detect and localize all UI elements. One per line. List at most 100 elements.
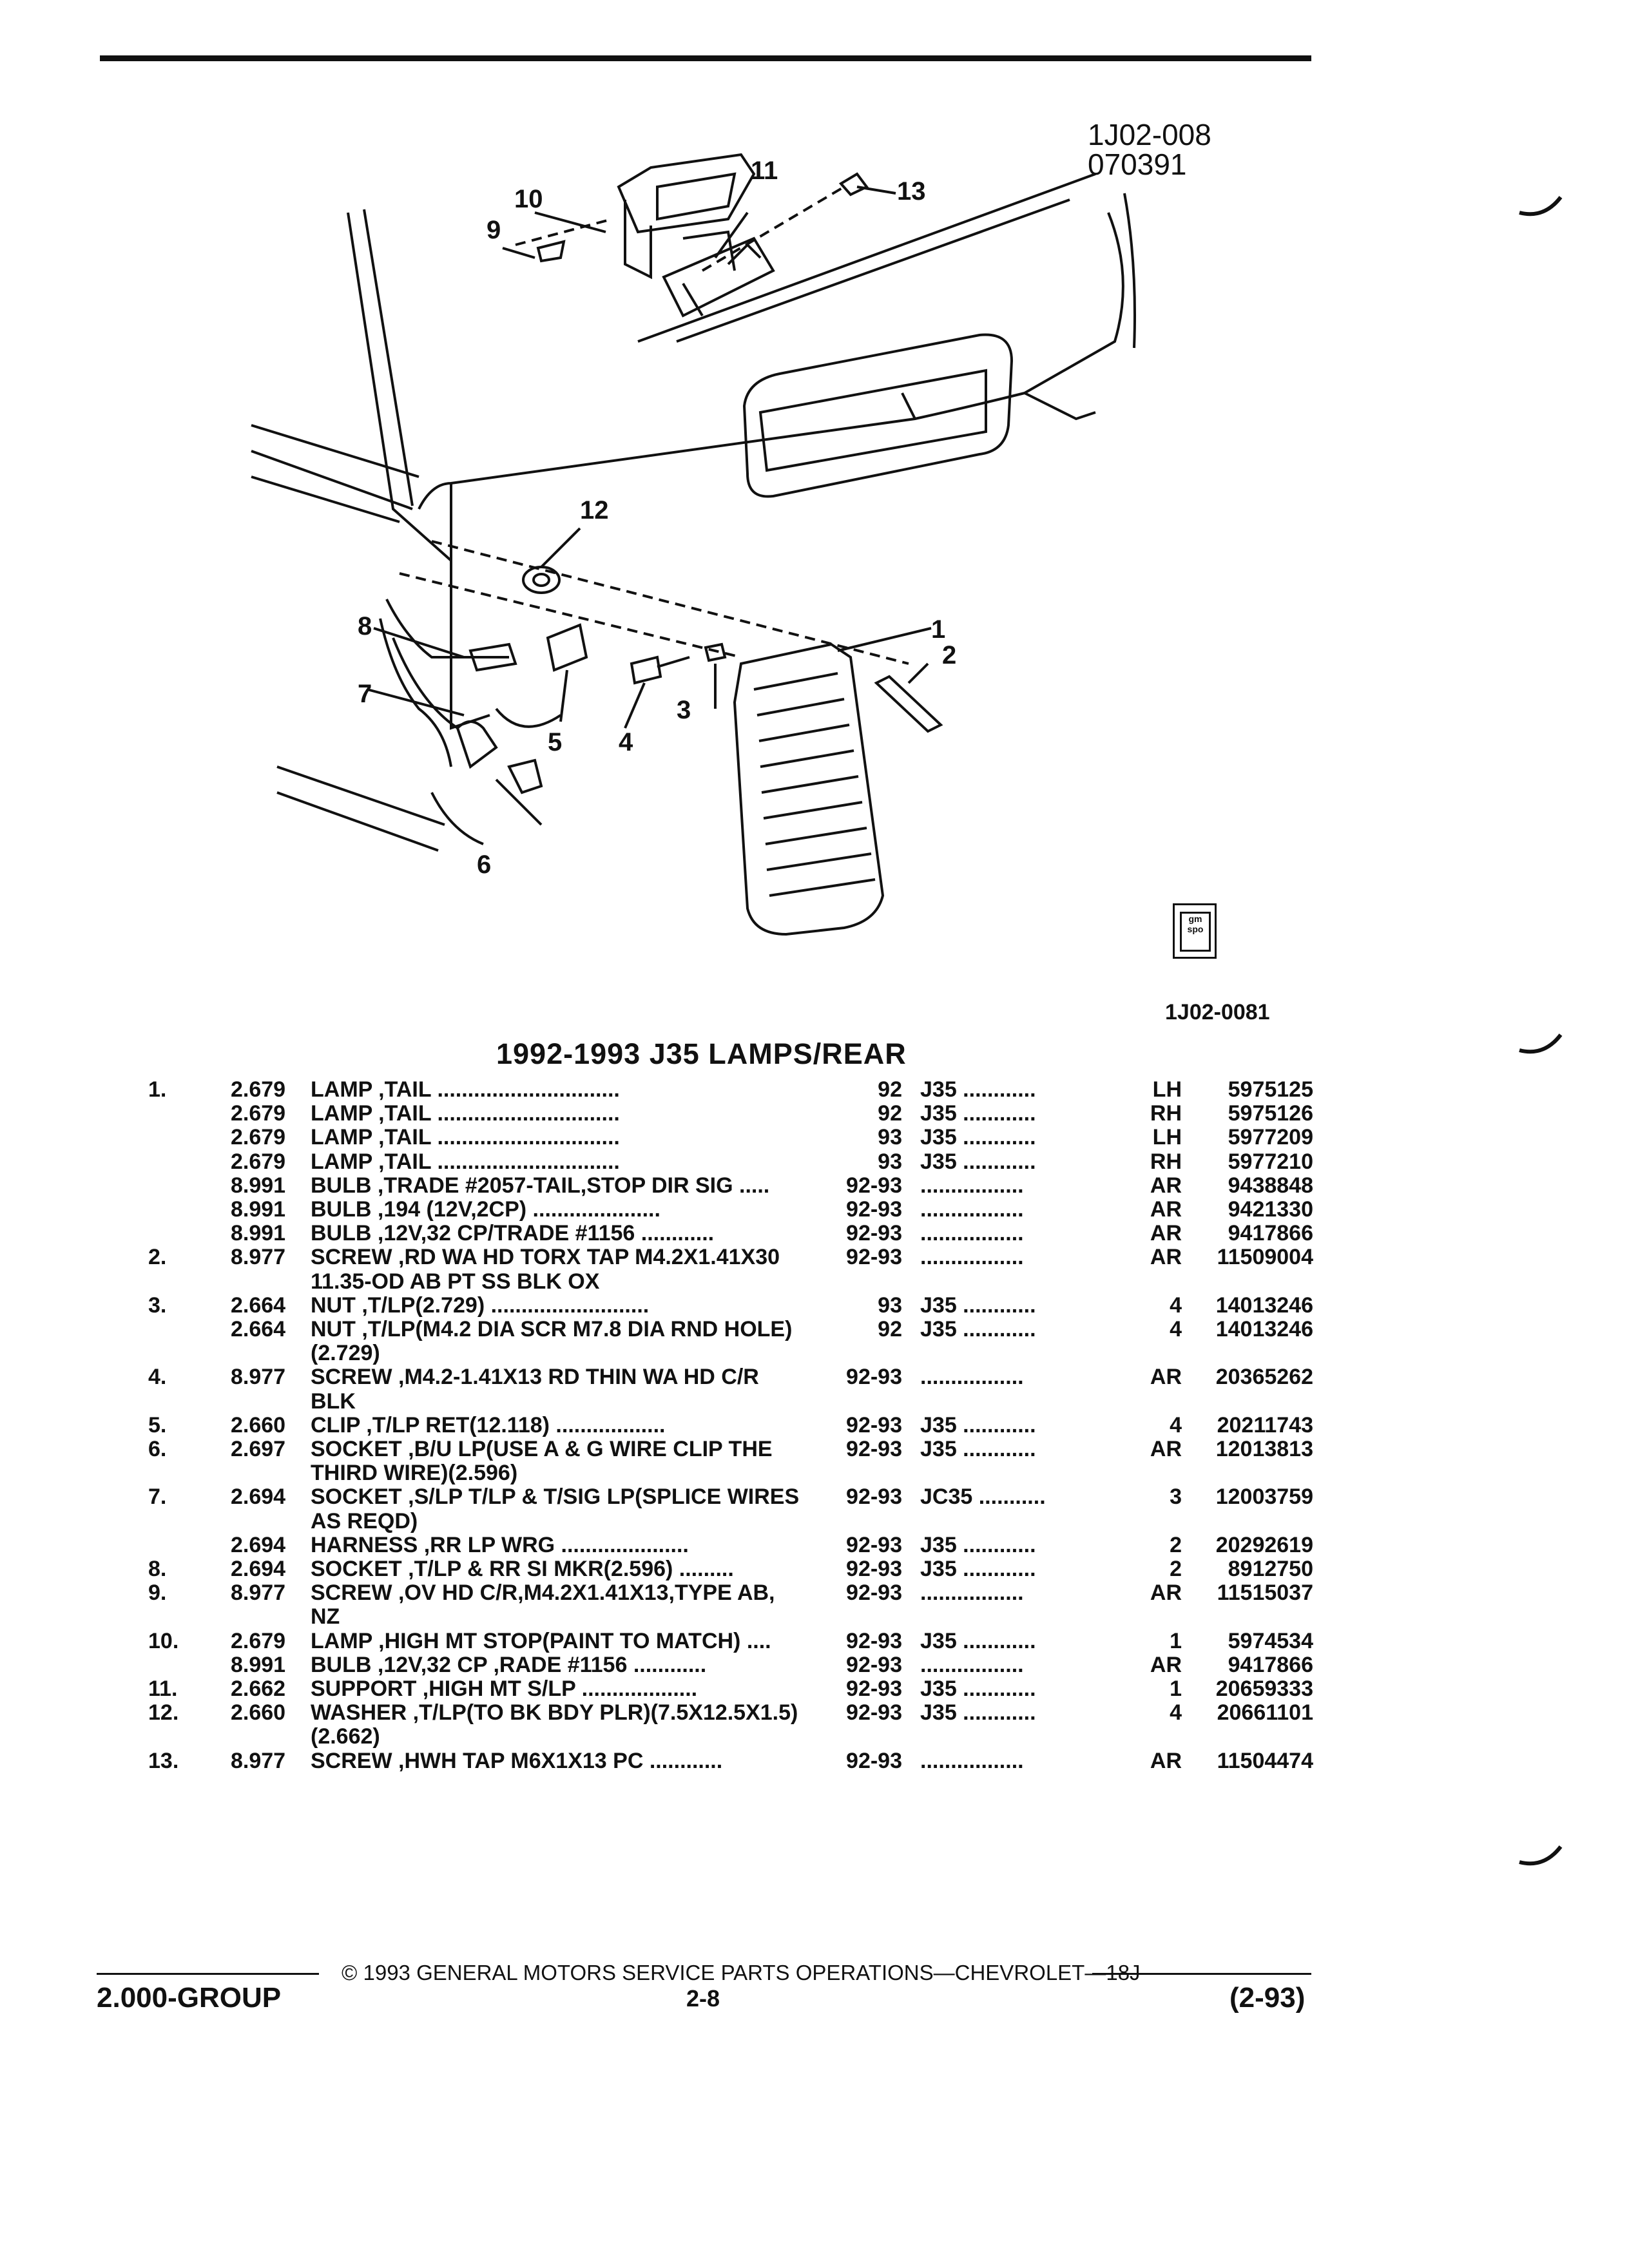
group-number: 2.697 [231, 1437, 286, 1461]
svg-text:4: 4 [619, 728, 633, 756]
part-number: 9417866 [1228, 1652, 1313, 1677]
part-description: THIRD WIRE)(2.596) [311, 1461, 518, 1486]
model-year: 92-93 [846, 1557, 902, 1581]
part-number: 12013813 [1215, 1437, 1313, 1461]
group-number: 2.694 [231, 1532, 286, 1557]
part-description: LAMP ,HIGH MT STOP(PAINT TO MATCH) .... [311, 1628, 771, 1653]
part-number: 20365262 [1215, 1365, 1313, 1390]
model-code: J35 ............ [920, 1125, 1036, 1150]
svg-text:11: 11 [751, 157, 778, 185]
model-year: 93 [878, 1149, 902, 1174]
quantity: 4 [1170, 1293, 1182, 1318]
model-code: J35 ............ [920, 1532, 1036, 1557]
group-number: 2.694 [231, 1485, 286, 1510]
group-number: 2.660 [231, 1412, 286, 1437]
svg-text:2: 2 [942, 641, 956, 669]
model-year: 92-93 [846, 1197, 902, 1222]
svg-text:9: 9 [487, 216, 501, 244]
quantity: AR [1150, 1581, 1182, 1606]
model-code: J35 ............ [920, 1101, 1036, 1126]
part-number: 20661101 [1217, 1700, 1313, 1725]
group-number: 2.664 [231, 1317, 286, 1341]
svg-text:10: 10 [514, 185, 543, 213]
item-number: 11. [148, 1677, 178, 1701]
model-year: 92-93 [846, 1532, 902, 1557]
part-description: (2.662) [311, 1724, 380, 1749]
part-description: AS REQD) [311, 1508, 418, 1533]
part-number: 11509004 [1217, 1245, 1313, 1270]
table-row: 11.35-OD AB PT SS BLK OX [0, 1269, 1629, 1294]
model-code: ................. [920, 1748, 1024, 1773]
part-description: NZ [311, 1604, 340, 1629]
model-code: ................. [920, 1197, 1024, 1222]
quantity: AR [1150, 1365, 1182, 1390]
part-number: 9417866 [1228, 1221, 1313, 1246]
model-code: J35 ............ [920, 1628, 1036, 1653]
model-code: JC35 ........... [920, 1485, 1046, 1510]
part-description: LAMP ,TAIL .............................… [311, 1125, 620, 1150]
part-description: LAMP ,TAIL .............................… [311, 1077, 620, 1102]
group-number: 2.694 [231, 1557, 286, 1581]
table-row: 2.679 LAMP ,TAIL ........................… [0, 1101, 1629, 1126]
item-number: 13. [148, 1748, 179, 1773]
model-year: 92-93 [846, 1437, 902, 1461]
quantity: AR [1150, 1437, 1182, 1461]
model-code: J35 ............ [920, 1149, 1036, 1174]
quantity: 4 [1170, 1700, 1182, 1725]
part-description: CLIP ,T/LP RET(12.118) .................… [311, 1412, 666, 1437]
footer-rule-right [1092, 1973, 1311, 1975]
group-number: 8.977 [231, 1581, 286, 1606]
model-year: 92 [878, 1077, 902, 1102]
part-number: 11504474 [1217, 1748, 1313, 1773]
model-code: ................. [920, 1365, 1024, 1390]
quantity: 3 [1170, 1485, 1182, 1510]
quantity: 4 [1170, 1317, 1182, 1341]
model-code: ................. [920, 1173, 1024, 1198]
quantity: 2 [1170, 1532, 1182, 1557]
model-year: 92-93 [846, 1221, 902, 1246]
figure-code: 1J02-0081 [1165, 1000, 1270, 1024]
part-description: BULB ,TRADE #2057-TAIL,STOP DIR SIG ....… [311, 1173, 770, 1198]
model-code: J35 ............ [920, 1293, 1036, 1318]
table-row: THIRD WIRE)(2.596) [0, 1461, 1629, 1485]
part-description: NUT ,T/LP(2.729) .......................… [311, 1293, 650, 1318]
model-code: J35 ............ [920, 1677, 1036, 1701]
model-code: J35 ............ [920, 1700, 1036, 1725]
crop-mark [1519, 1845, 1563, 1866]
part-number: 14013246 [1215, 1317, 1313, 1341]
part-description: SCREW ,RD WA HD TORX TAP M4.2X1.41X30 [311, 1245, 780, 1270]
model-year: 92 [878, 1317, 902, 1341]
revision-date: (2-93) [1229, 1982, 1306, 2013]
table-title: 1992-1993 J35 LAMPS/REAR [496, 1037, 907, 1070]
part-number: 5975126 [1228, 1101, 1313, 1126]
model-code: ................. [920, 1245, 1024, 1270]
item-number: 1. [148, 1077, 167, 1102]
item-number: 7. [148, 1485, 167, 1510]
group-number: 8.977 [231, 1365, 286, 1390]
group-number: 2.679 [231, 1101, 286, 1126]
table-row: (2.729) [0, 1341, 1629, 1365]
part-description: LAMP ,TAIL .............................… [311, 1101, 620, 1126]
quantity: LH [1152, 1125, 1182, 1150]
model-code: J35 ............ [920, 1412, 1036, 1437]
table-row: NZ [0, 1604, 1629, 1629]
item-number: 10. [148, 1628, 179, 1653]
table-row: AS REQD) [0, 1509, 1629, 1533]
quantity: AR [1150, 1173, 1182, 1198]
part-number: 9438848 [1228, 1173, 1313, 1198]
